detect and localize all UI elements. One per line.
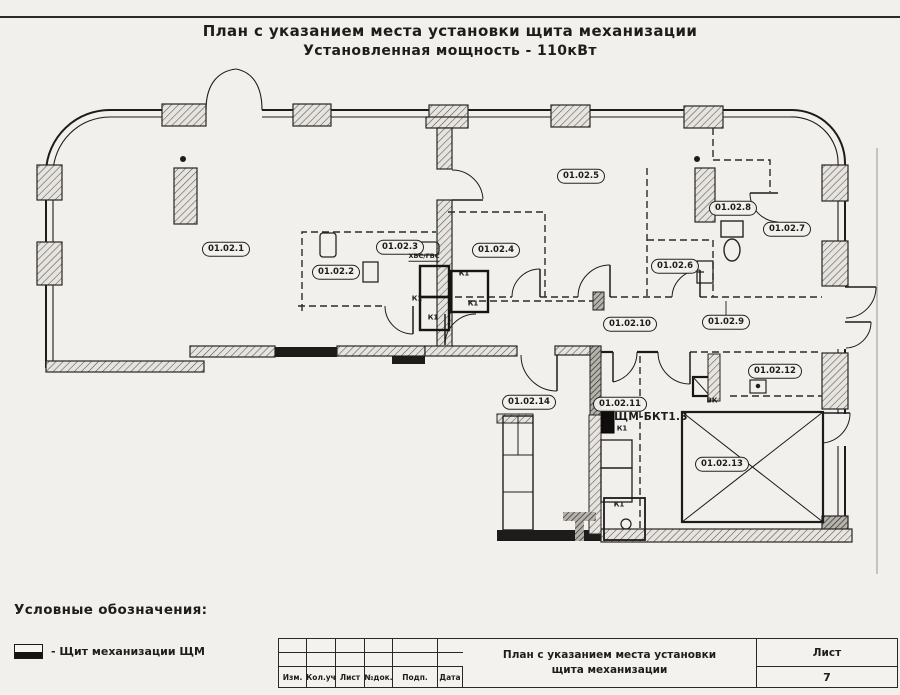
col-header: Лист: [336, 667, 365, 687]
sheet-cell: Лист 7: [757, 639, 897, 687]
k1-label: К1: [616, 424, 628, 433]
room-label: 01.02.13: [695, 456, 749, 472]
title-line-1: План с указанием места установки щита ме…: [202, 22, 698, 40]
col-header: Изм.: [279, 667, 307, 687]
room-label: 01.02.5: [556, 168, 606, 184]
legend-item-label: - Щит механизации ЩМ: [51, 645, 205, 658]
wall-stub: [592, 291, 605, 311]
k1-label: К1: [458, 269, 470, 278]
fixtures: [319, 220, 767, 394]
sheet-number: 7: [823, 670, 831, 684]
room-label: 01.02.4: [471, 242, 521, 258]
k1-label: К1: [411, 294, 423, 303]
shaft-wall-block-2: [707, 353, 721, 402]
room-label: 01.02.12: [748, 363, 802, 379]
room-label: 01.02.1: [201, 241, 251, 257]
room-label: 01.02.9: [701, 314, 751, 330]
lower-right-structures: [496, 413, 646, 541]
room-13-void: [680, 410, 825, 524]
panel-name-label: ЩМ-БКТ1.3: [614, 410, 688, 423]
room-label: 01.02.8: [708, 200, 758, 216]
legend-heading: Условные обозначения:: [14, 602, 208, 618]
room-label: 01.02.3: [375, 239, 425, 255]
document-title-cell: План с указанием места установки щита ме…: [463, 639, 757, 687]
window-blocks: [161, 103, 724, 129]
k1-shaft-boxes: [418, 264, 490, 332]
room-label: 01.02.6: [650, 258, 700, 274]
exterior-walls: [45, 108, 878, 574]
room-label: 01.02.11: [593, 396, 647, 412]
title-block: Изм. Кол.уч Лист №док. Подп. Дата План с…: [278, 638, 898, 688]
corridor-walls: [45, 345, 853, 543]
k1-label: К1: [427, 313, 439, 322]
col-header: №док.: [365, 667, 393, 687]
k1-label: К1: [613, 500, 625, 509]
room-label: 01.02.2: [311, 264, 361, 280]
panel-symbol-icon: [14, 644, 43, 659]
drawing-title: План с указанием места установки щита ме…: [0, 22, 900, 59]
doc-title-line-2: щита механизации: [551, 664, 668, 676]
sheet-top-border: [0, 16, 900, 18]
vk-box: [691, 375, 712, 398]
room-label: 01.02.10: [603, 316, 657, 332]
vk-label: ВК: [706, 396, 718, 405]
door-swings: [384, 192, 877, 444]
k1-label: К1: [467, 299, 479, 308]
dashed-partitions: [298, 128, 822, 540]
hvs-gvs-label: ХВС/ГВС: [408, 251, 440, 262]
room-label: 01.02.7: [762, 221, 812, 237]
title-line-2: Установленная мощность - 110кВт: [303, 43, 597, 59]
col-header: Подп.: [393, 667, 438, 687]
mechanization-panel-symbol: [601, 409, 615, 434]
ceiling-point-right: [694, 156, 700, 162]
col-header: Кол.уч: [307, 667, 336, 687]
col-header: Дата: [438, 667, 463, 687]
legend-item: - Щит механизации ЩМ: [14, 644, 205, 659]
doc-title-line-1: План с указанием места установки: [502, 649, 717, 662]
entry-double-door: [205, 68, 263, 111]
ceiling-point-left: [180, 156, 186, 162]
room-label: 01.02.14: [502, 394, 556, 410]
sheet-label: Лист: [757, 639, 897, 667]
revision-table: Изм. Кол.уч Лист №док. Подп. Дата: [279, 639, 463, 687]
